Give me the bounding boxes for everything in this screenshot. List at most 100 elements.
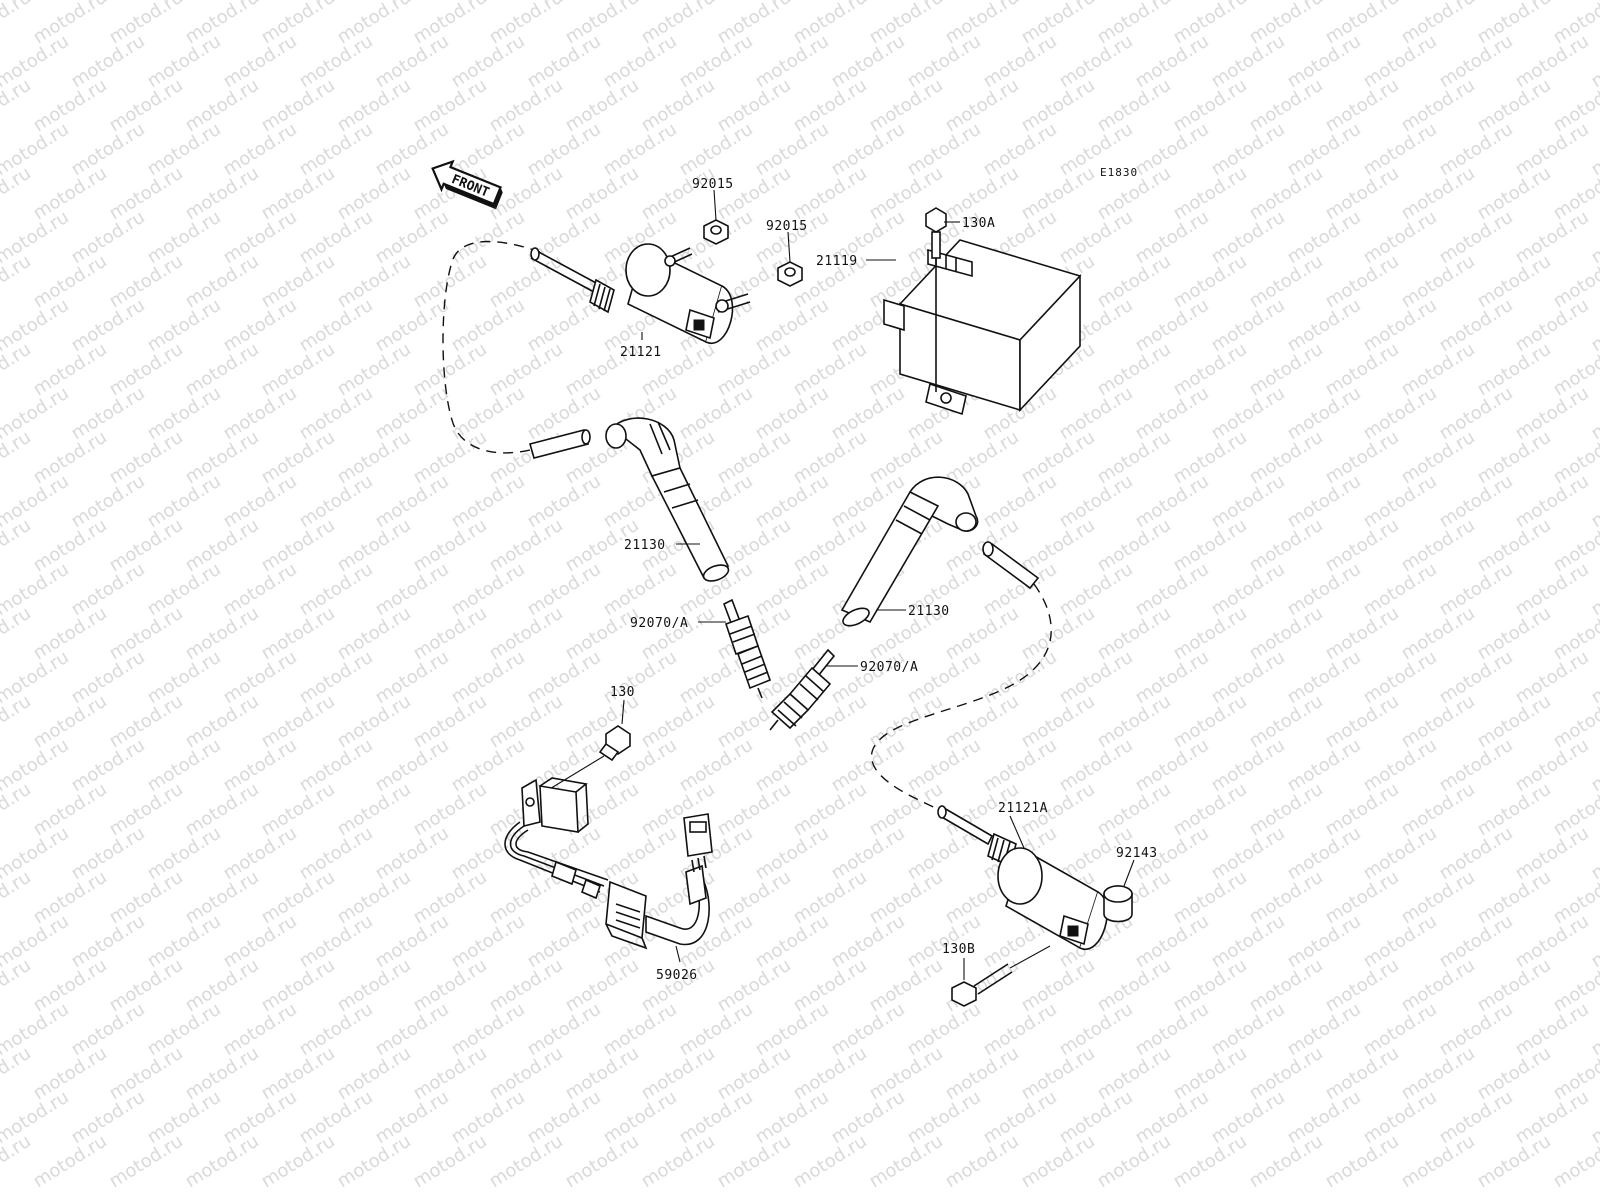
watermark-text: motod.ru <box>866 1131 947 1193</box>
part-labels: 92015 92015 130A 21121 21119 21130 21130… <box>610 177 1157 983</box>
watermark-text: motod.ru <box>296 31 377 93</box>
watermark-text: motod.ru <box>30 163 111 225</box>
watermark-text: motod.ru <box>448 559 529 621</box>
watermark-text: motod.ru <box>904 735 985 797</box>
watermark-text: motod.ru <box>866 1043 947 1105</box>
watermark-text: motod.ru <box>182 0 263 48</box>
watermark-text: motod.ru <box>714 163 795 225</box>
watermark-text: motod.ru <box>258 955 339 1017</box>
watermark-text: motod.ru <box>448 31 529 93</box>
watermark-text: motod.ru <box>676 119 757 181</box>
watermark-text: motod.ru <box>296 1087 377 1149</box>
watermark-text: motod.ru <box>1360 999 1441 1061</box>
watermark-text: motod.ru <box>220 647 301 709</box>
watermark-text: motod.ru <box>790 955 871 1017</box>
watermark-text: motod.ru <box>828 383 909 445</box>
watermark-text: motod.ru <box>1170 339 1251 401</box>
watermark-text: motod.ru <box>676 1087 757 1149</box>
watermark-text: motod.ru <box>486 1043 567 1105</box>
watermark-text: motod.ru <box>1246 0 1327 48</box>
watermark-text: motod.ru <box>980 735 1061 797</box>
watermark-text: motod.ru <box>30 1131 111 1193</box>
watermark-text: motod.ru <box>372 559 453 621</box>
watermark-text: motod.ru <box>1322 251 1403 313</box>
watermark-text: motod.ru <box>1322 515 1403 577</box>
watermark-text: motod.ru <box>1512 383 1593 445</box>
watermark-text: motod.ru <box>486 515 567 577</box>
watermark-text: motod.ru <box>410 339 491 401</box>
watermark-text: motod.ru <box>410 1131 491 1193</box>
watermark-text: motod.ru <box>752 999 833 1061</box>
watermark-text: motod.ru <box>1094 1043 1175 1105</box>
watermark-text: motod.ru <box>790 427 871 489</box>
watermark-text: motod.ru <box>1474 0 1555 48</box>
watermark-text: motod.ru <box>828 999 909 1061</box>
watermark-text: motod.ru <box>524 559 605 621</box>
watermark-text: motod.ru <box>144 823 225 885</box>
watermark-text: motod.ru <box>752 911 833 973</box>
watermark-text: motod.ru <box>334 75 415 137</box>
watermark-text: motod.ru <box>562 603 643 665</box>
watermark-text: motod.ru <box>1322 75 1403 137</box>
watermark-text: motod.ru <box>1474 1131 1555 1193</box>
watermark-text: motod.ru <box>1588 295 1600 357</box>
watermark-text: motod.ru <box>1398 867 1479 929</box>
watermark-text: motod.ru <box>182 339 263 401</box>
watermark-text: motod.ru <box>1246 1043 1327 1105</box>
watermark-text: motod.ru <box>638 603 719 665</box>
watermark-text: motod.ru <box>524 647 605 709</box>
watermark-text: motod.ru <box>752 1087 833 1149</box>
watermark-text: motod.ru <box>790 339 871 401</box>
watermark-text: motod.ru <box>1474 955 1555 1017</box>
watermark-text: motod.ru <box>638 1131 719 1193</box>
watermark-text: motod.ru <box>68 647 149 709</box>
watermark-text: motod.ru <box>144 207 225 269</box>
watermark-text: motod.ru <box>30 955 111 1017</box>
watermark-text: motod.ru <box>1588 559 1600 621</box>
watermark-text: motod.ru <box>942 163 1023 225</box>
watermark-text: motod.ru <box>1360 911 1441 973</box>
watermark-text: motod.ru <box>1094 515 1175 577</box>
watermark-text: motod.ru <box>1588 823 1600 885</box>
watermark-text: motod.ru <box>68 119 149 181</box>
watermark-text: motod.ru <box>1170 163 1251 225</box>
watermark-text: motod.ru <box>1094 251 1175 313</box>
watermark-text: motod.ru <box>1360 735 1441 797</box>
watermark-text: motod.ru <box>1208 383 1289 445</box>
watermark-text: motod.ru <box>904 999 985 1061</box>
watermark-text: motod.ru <box>638 0 719 48</box>
watermark-text: motod.ru <box>1360 31 1441 93</box>
watermark-text: motod.ru <box>334 163 415 225</box>
watermark-text: motod.ru <box>1056 1087 1137 1149</box>
watermark-text: motod.ru <box>372 823 453 885</box>
watermark-text: motod.ru <box>182 251 263 313</box>
watermark-text: motod.ru <box>1094 691 1175 753</box>
watermark-text: motod.ru <box>866 0 947 48</box>
watermark-text: motod.ru <box>1436 31 1517 93</box>
watermark-text: motod.ru <box>410 691 491 753</box>
watermark-text: motod.ru <box>1322 691 1403 753</box>
watermark-text: motod.ru <box>258 515 339 577</box>
watermark-text: motod.ru <box>790 163 871 225</box>
watermark-text: motod.ru <box>942 691 1023 753</box>
watermark-text: motod.ru <box>1512 911 1593 973</box>
watermark-text: motod.ru <box>448 647 529 709</box>
watermark-text: motod.ru <box>182 515 263 577</box>
watermark-text: motod.ru <box>1436 295 1517 357</box>
watermark-text: motod.ru <box>1436 735 1517 797</box>
watermark-text: motod.ru <box>182 867 263 929</box>
watermark-text: motod.ru <box>1436 559 1517 621</box>
watermark-text: motod.ru <box>752 735 833 797</box>
pickup-coil-harness <box>504 725 713 950</box>
watermark-text: motod.ru <box>638 691 719 753</box>
watermark-text: motod.ru <box>1170 955 1251 1017</box>
watermark-text: motod.ru <box>1208 823 1289 885</box>
watermark-text: motod.ru <box>1512 1087 1593 1149</box>
watermark-text: motod.ru <box>1208 207 1289 269</box>
watermark-text: motod.ru <box>1018 691 1099 753</box>
watermark-text: motod.ru <box>942 1043 1023 1105</box>
watermark-text: motod.ru <box>1094 955 1175 1017</box>
watermark-text: motod.ru <box>1360 1087 1441 1149</box>
watermark-text: motod.ru <box>258 779 339 841</box>
